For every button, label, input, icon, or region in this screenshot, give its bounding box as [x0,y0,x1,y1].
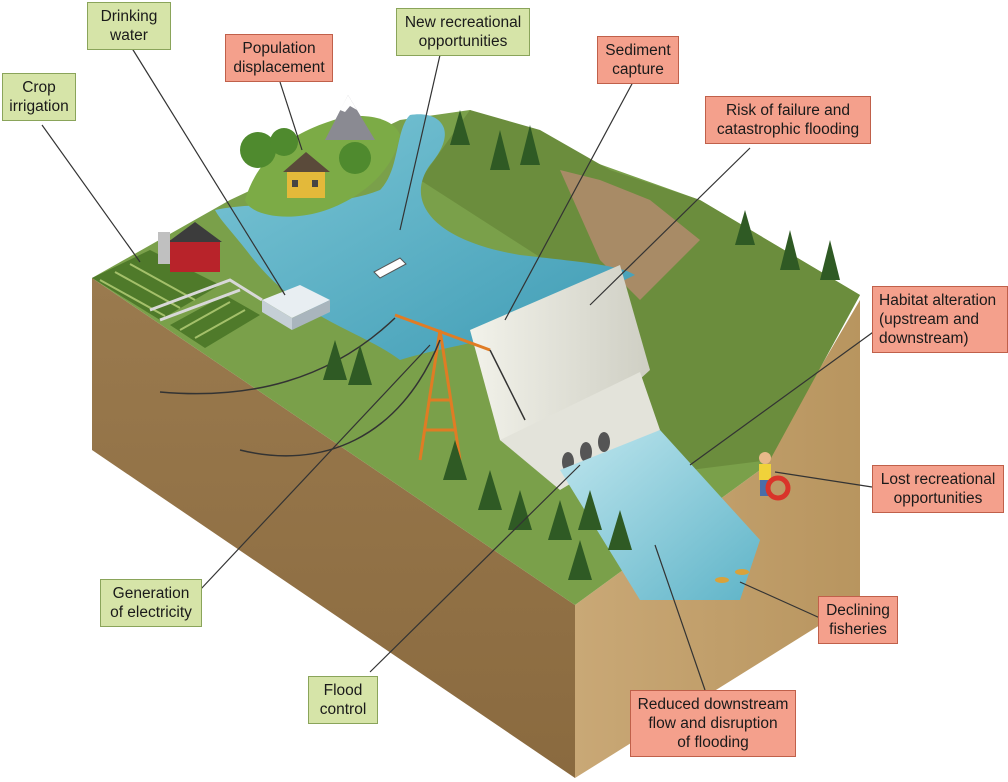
callout-line: Reduced downstream [637,696,789,713]
callout-population-displacement: Population displacement [225,34,333,82]
callout-line: water [110,27,148,44]
callout-line: irrigation [9,98,69,115]
leader-lines [41,44,877,691]
callout-line: Drinking [100,8,158,25]
callout-line: Habitat alteration [879,292,997,309]
boat [373,257,407,279]
deciduous-trees [240,128,371,174]
transmission-tower [394,313,491,461]
callout-line: Risk of failure and [725,102,851,119]
callout-line: control [319,701,367,718]
yellow-house [283,152,330,198]
water-treatment-building [262,285,330,330]
callout-line: displacement [233,59,325,76]
child-with-life-ring [759,452,791,501]
power-lines [159,317,526,457]
irrigation-pipes [149,278,263,322]
callout-line: fisheries [829,621,887,638]
soil-front-face [92,278,575,778]
callout-sediment-capture: Sediment capture [597,36,679,84]
callout-lost-recreational-opportunities: Lost recreational opportunities [872,465,1004,513]
callout-flood-control: Flood control [308,676,378,724]
callout-generation-of-electricity: Generation of electricity [100,579,202,627]
callout-line: capture [612,61,664,78]
callout-line: Crop [22,79,56,96]
callout-line: downstream) [879,330,969,347]
callout-line: opportunities [418,33,508,50]
callout-line: opportunities [893,490,983,507]
snow-peak [325,95,375,140]
callout-declining-fisheries: Declining fisheries [818,596,898,644]
fish [715,569,749,583]
callout-line: of electricity [110,604,192,621]
snow-cap [340,95,357,112]
callout-risk-of-failure: Risk of failure and catastrophic floodin… [705,96,871,144]
dam-lower-step [500,372,660,490]
callout-line: (upstream and [879,311,979,328]
red-barn [158,222,222,272]
dam-wall [470,265,650,470]
callout-line: Declining [826,602,890,619]
rocky-cliff [560,170,700,300]
downstream-river [560,430,760,600]
callout-line: Population [242,40,316,57]
callout-line: flow and disruption [648,715,778,732]
callout-line: New recreational [404,14,522,31]
callout-reduced-downstream-flow: Reduced downstream flow and disruption o… [630,690,796,757]
callout-line: Lost recreational [880,471,996,488]
callout-line: Generation [112,585,190,602]
callout-crop-irrigation: Crop irrigation [2,73,76,121]
callout-drinking-water: Drinking water [87,2,171,50]
callout-new-recreational-opportunities: New recreational opportunities [396,8,530,56]
callout-line: catastrophic flooding [716,121,860,138]
callout-line: of flooding [677,734,749,751]
callout-line: Sediment [605,42,671,59]
callout-line: Flood [323,682,363,699]
trees [323,110,840,580]
callout-habitat-alteration: Habitat alteration (upstream and downstr… [872,286,1008,353]
